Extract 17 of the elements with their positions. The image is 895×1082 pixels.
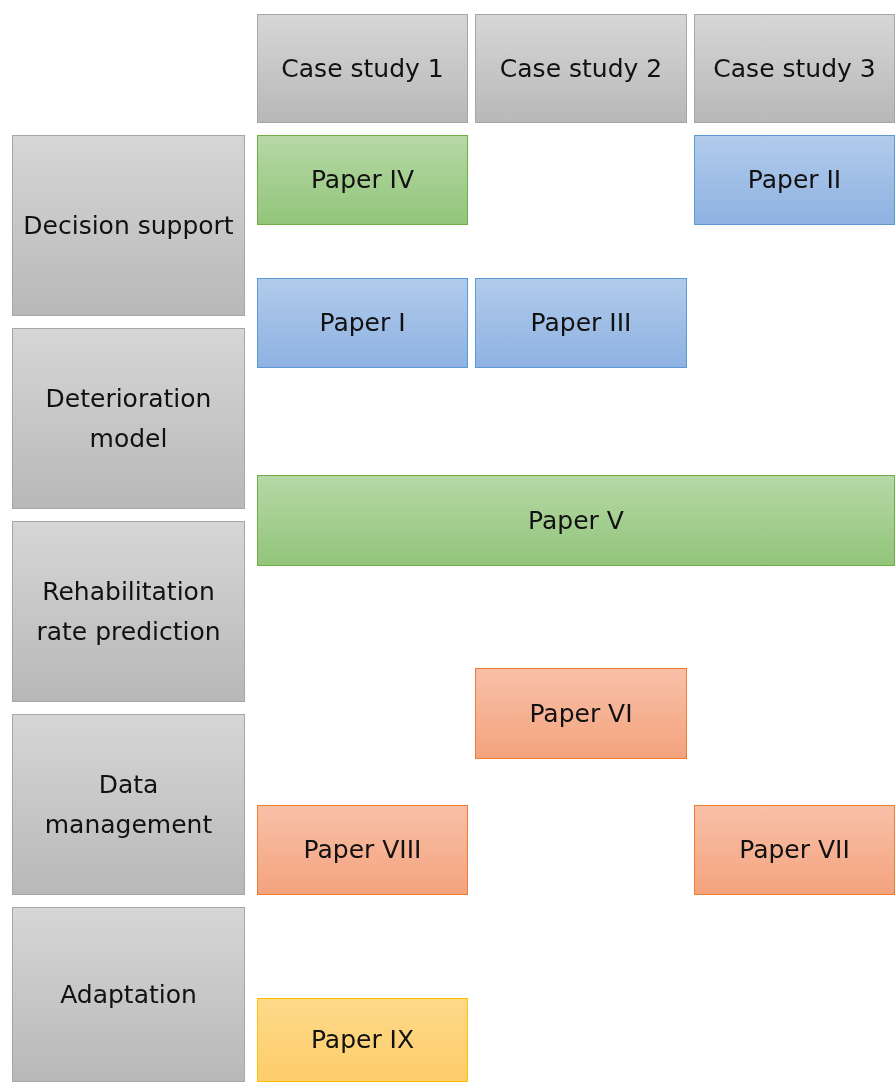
paper-box: Paper IV [257,135,468,225]
row-header: Deterioration model [12,328,245,509]
column-header: Case study 2 [475,14,687,123]
paper-box: Paper VII [694,805,895,895]
paper-box: Paper VI [475,668,687,759]
row-header: Rehabilitation rate prediction [12,521,245,702]
row-header: Decision support [12,135,245,316]
row-header: Adaptation [12,907,245,1082]
paper-box: Paper I [257,278,468,368]
column-header: Case study 3 [694,14,895,123]
paper-box: Paper VIII [257,805,468,895]
paper-box: Paper V [257,475,895,566]
paper-box: Paper IX [257,998,468,1082]
row-header: Data management [12,714,245,895]
paper-box: Paper II [694,135,895,225]
column-header: Case study 1 [257,14,468,123]
paper-box: Paper III [475,278,687,368]
